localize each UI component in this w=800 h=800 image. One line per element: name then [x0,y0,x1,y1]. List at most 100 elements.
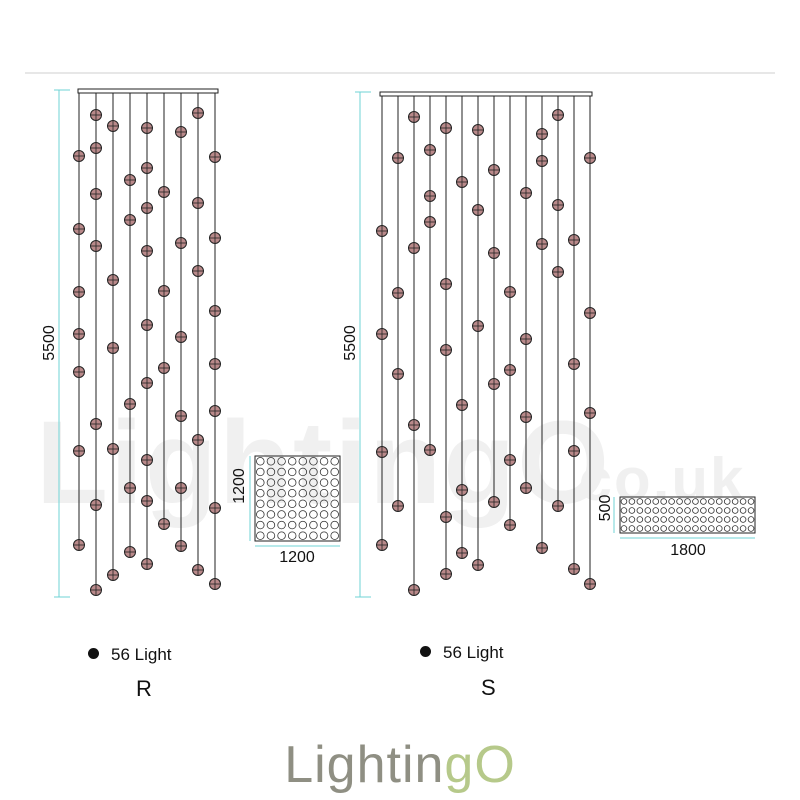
variant-s-strands [376,96,596,596]
crystal-bulb [73,223,85,235]
pendant-strand [124,93,136,558]
plan-bulb-marker [700,516,707,523]
plan-bulb-marker [309,467,318,477]
crystal-bulb [90,240,102,252]
plan-bulb-marker [684,507,691,514]
plan-bulb-marker [330,478,339,487]
plan-bulb-marker [287,531,297,540]
variant-s-light-count: 56 Light [420,643,504,663]
variant-r-plan-view: 1200 1200 [231,455,341,566]
plan-bulb-marker [256,457,265,466]
plan-bulb-marker [277,467,286,477]
plan-bulb-marker [708,525,715,532]
crystal-bulb [552,500,564,512]
crystal-bulb [536,542,548,554]
crystal-bulb [175,331,187,343]
crystal-bulb [141,558,153,570]
plan-bulb-marker [731,525,739,532]
pendant-strand [192,93,204,576]
plan-bulb-marker [620,498,628,505]
plan-bulb-marker [319,499,329,509]
variant-s-plan-width-label: 1800 [670,542,706,559]
variant-s-height-dimension: 5500 [342,91,371,598]
plan-bulb-marker [708,516,715,523]
crystal-bulb [141,245,153,257]
crystal-bulb [73,286,85,298]
plan-bulb-marker [277,510,286,519]
crystal-bulb [90,499,102,511]
variant-s-letter: S [481,675,496,700]
plan-bulb-marker [266,467,276,477]
plan-bulb-marker [266,531,276,540]
pendant-strand [472,96,484,571]
crystal-bulb [192,197,204,209]
plan-bulb-marker [256,520,265,530]
plan-bulb-marker [309,457,318,466]
plan-bulb-marker [716,507,723,514]
plan-bulb-marker [747,525,755,532]
crystal-bulb [408,242,420,254]
plan-bulb-marker [287,520,297,530]
plan-bulb-marker [644,525,652,532]
pendant-strand [376,96,388,551]
crystal-bulb [552,109,564,121]
crystal-bulb [536,238,548,250]
crystal-bulb [584,407,596,419]
pendant-strand [456,96,468,559]
plan-bulb-marker [287,457,297,466]
plan-bulb-marker [723,516,731,523]
plan-bulb-marker [266,499,276,509]
variant-s-height-label: 5500 [342,325,359,361]
crystal-bulb [520,411,532,423]
crystal-bulb [392,368,404,380]
variant-r-plan-width-label: 1200 [279,549,315,566]
plan-bulb-marker [636,525,644,532]
plan-bulb-marker [739,507,747,514]
pendant-strand [158,93,170,530]
pendant-strand [536,96,548,554]
plan-bulb-marker [277,520,286,530]
crystal-bulb [107,120,119,132]
plan-bulb-marker [330,520,339,530]
crystal-bulb [440,344,452,356]
plan-bulb-marker [287,510,297,519]
plan-bulb-marker [298,510,308,519]
plan-bulb-marker [716,516,723,523]
variant-r-letter: R [136,676,152,701]
crystal-bulb [456,547,468,559]
plan-bulb-marker [716,525,723,532]
crystal-bulb [568,445,580,457]
plan-bulb-marker [628,507,636,514]
plan-bulb-marker [298,499,308,509]
crystal-bulb [392,152,404,164]
variant-r-drawing: 5500 1200 1200 [41,88,341,598]
plan-bulb-marker [676,525,683,532]
plan-bulb-marker [319,457,329,466]
plan-bulb-marker [298,531,308,540]
variant-s-canopy [379,91,593,97]
brand-logo: LightingO [0,735,800,795]
plan-bulb-marker [298,478,308,487]
crystal-bulb [424,190,436,202]
crystal-bulb [124,482,136,494]
variant-s-plan-circles [620,498,755,532]
variant-r-light-count: 56 Light [88,645,172,665]
pendant-strand [488,96,500,508]
plan-bulb-marker [309,499,318,509]
crystal-bulb [73,539,85,551]
crystal-bulb [488,164,500,176]
plan-bulb-marker [309,478,318,487]
crystal-bulb [584,152,596,164]
plan-bulb-marker [747,498,755,505]
plan-bulb-marker [620,516,628,523]
plan-bulb-marker [266,488,276,498]
plan-bulb-marker [636,507,644,514]
crystal-bulb [568,563,580,575]
plan-bulb-marker [660,525,667,532]
plan-bulb-marker [644,507,652,514]
crystal-bulb [376,225,388,237]
plan-bulb-marker [660,507,667,514]
crystal-bulb [141,122,153,134]
plan-bulb-marker [298,457,308,466]
plan-bulb-marker [692,498,699,505]
